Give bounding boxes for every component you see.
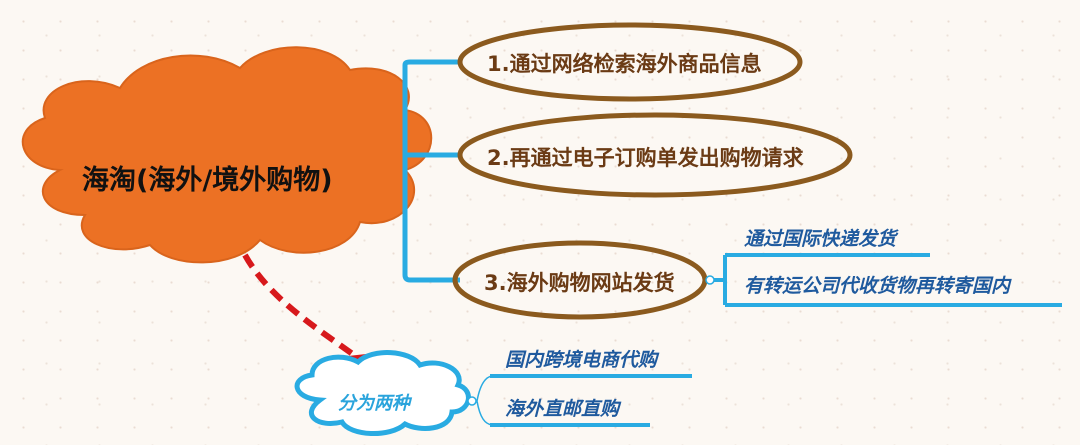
step-3-oval[interactable] <box>452 240 708 320</box>
root-topic[interactable]: 海淘(海外/境外购物) <box>82 165 333 196</box>
collapse-toggle-icon[interactable] <box>467 396 477 406</box>
step-1-label[interactable]: 1.通过网络检索海外商品信息 <box>487 52 762 76</box>
step-3-label[interactable]: 3.海外购物网站发货 <box>484 271 675 295</box>
step-3-child-1[interactable]: 通过国际快递发货 <box>744 228 897 250</box>
category-label[interactable]: 分为两种 <box>338 393 410 414</box>
step-2-oval[interactable] <box>457 112 853 198</box>
step-2-label[interactable]: 2.再通过电子订购单发出购物请求 <box>487 146 804 170</box>
step-1-oval[interactable] <box>457 22 803 102</box>
root-cloud-shape[interactable] <box>21 46 433 264</box>
collapse-toggle-icon[interactable] <box>705 275 715 285</box>
steps-connector <box>402 59 460 283</box>
category-cloud-shape[interactable] <box>294 350 471 437</box>
category-child-2[interactable]: 海外直邮直购 <box>505 398 620 420</box>
step-3-child-2[interactable]: 有转运公司代收货物再转寄国内 <box>744 275 1011 297</box>
category-child-1[interactable]: 国内跨境电商代购 <box>505 349 658 371</box>
step-3-children-connector <box>723 253 1062 307</box>
dashed-arrow <box>242 253 360 361</box>
